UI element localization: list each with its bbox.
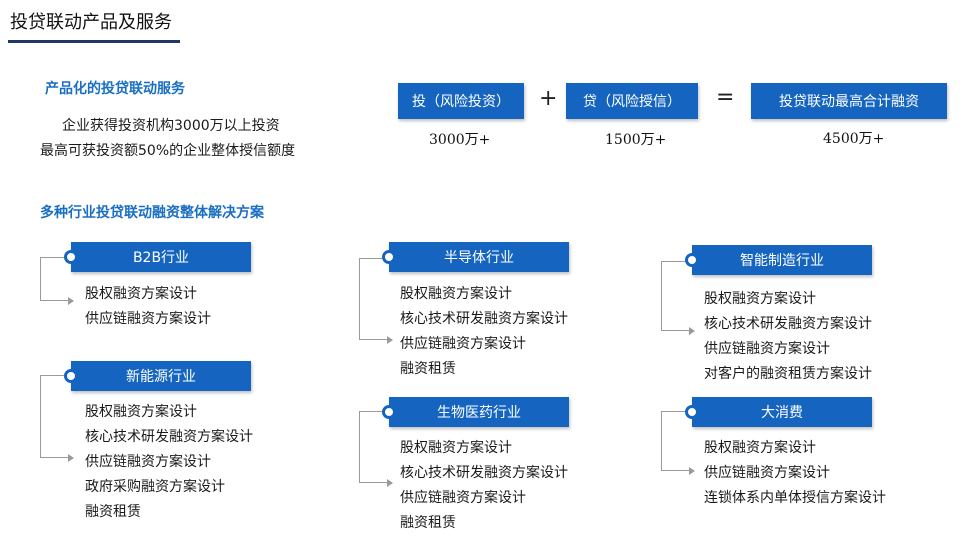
item-new-energy-4: 政府采购融资方案设计 — [85, 479, 225, 495]
invest-box: 投（风险投资） — [398, 83, 524, 119]
bracket-biomedicine — [359, 411, 393, 487]
equals-sign: = — [716, 85, 735, 110]
item-consumer-3: 连锁体系内单体授信方案设计 — [704, 490, 886, 506]
item-biomedicine-4: 融资租赁 — [400, 515, 456, 531]
invest-amount: 3000万+ — [429, 132, 491, 148]
item-smart-manufacturing-1: 股权融资方案设计 — [704, 291, 816, 307]
industry-dot-icon — [685, 405, 699, 419]
loan-amount: 1500万+ — [605, 132, 667, 148]
industry-header-consumer: 大消费 — [692, 397, 872, 427]
item-biomedicine-2: 核心技术研发融资方案设计 — [400, 465, 568, 481]
productized-line-2: 最高可获投资额50%的企业整体授信额度 — [40, 143, 296, 159]
item-new-energy-2: 核心技术研发融资方案设计 — [85, 429, 253, 445]
item-new-energy-3: 供应链融资方案设计 — [85, 454, 211, 470]
industry-dot-icon — [685, 253, 699, 267]
item-consumer-1: 股权融资方案设计 — [704, 440, 816, 456]
bracket-consumer — [661, 411, 695, 475]
item-biomedicine-3: 供应链融资方案设计 — [400, 490, 526, 506]
item-semiconductor-4: 融资租赁 — [400, 361, 456, 377]
industry-dot-icon — [64, 250, 78, 264]
industry-header-smart-manufacturing: 智能制造行业 — [692, 245, 872, 275]
item-smart-manufacturing-3: 供应链融资方案设计 — [704, 341, 830, 357]
solutions-title: 多种行业投贷联动融资整体解决方案 — [40, 205, 264, 221]
item-b2b-1: 股权融资方案设计 — [85, 286, 197, 302]
item-smart-manufacturing-4: 对客户的融资租赁方案设计 — [704, 366, 872, 382]
industry-header-new-energy: 新能源行业 — [71, 361, 251, 391]
title-underline — [8, 40, 180, 43]
industry-dot-icon — [382, 405, 396, 419]
total-box: 投贷联动最高合计融资 — [751, 83, 947, 119]
item-new-energy-5: 融资租赁 — [85, 504, 141, 520]
bracket-b2b — [40, 257, 74, 305]
industry-header-biomedicine: 生物医药行业 — [389, 397, 569, 427]
loan-box: 贷（风险授信） — [566, 83, 698, 119]
total-amount: 4500万+ — [823, 131, 885, 147]
bracket-semiconductor — [359, 258, 393, 344]
item-semiconductor-3: 供应链融资方案设计 — [400, 336, 526, 352]
item-semiconductor-1: 股权融资方案设计 — [400, 286, 512, 302]
productized-title: 产品化的投贷联动服务 — [45, 81, 185, 97]
industry-header-b2b: B2B行业 — [71, 242, 251, 272]
page-title: 投贷联动产品及服务 — [10, 12, 172, 33]
plus-sign: + — [539, 86, 558, 111]
industry-header-semiconductor: 半导体行业 — [389, 242, 569, 272]
item-new-energy-1: 股权融资方案设计 — [85, 404, 197, 420]
productized-line-1: 企业获得投资机构3000万以上投资 — [62, 118, 280, 134]
item-consumer-2: 供应链融资方案设计 — [704, 465, 830, 481]
bracket-new-energy — [40, 375, 74, 462]
industry-dot-icon — [64, 369, 78, 383]
item-semiconductor-2: 核心技术研发融资方案设计 — [400, 311, 568, 327]
item-b2b-2: 供应链融资方案设计 — [85, 311, 211, 327]
item-smart-manufacturing-2: 核心技术研发融资方案设计 — [704, 316, 872, 332]
industry-dot-icon — [382, 250, 396, 264]
item-biomedicine-1: 股权融资方案设计 — [400, 440, 512, 456]
bracket-smart-manufacturing — [661, 261, 695, 335]
